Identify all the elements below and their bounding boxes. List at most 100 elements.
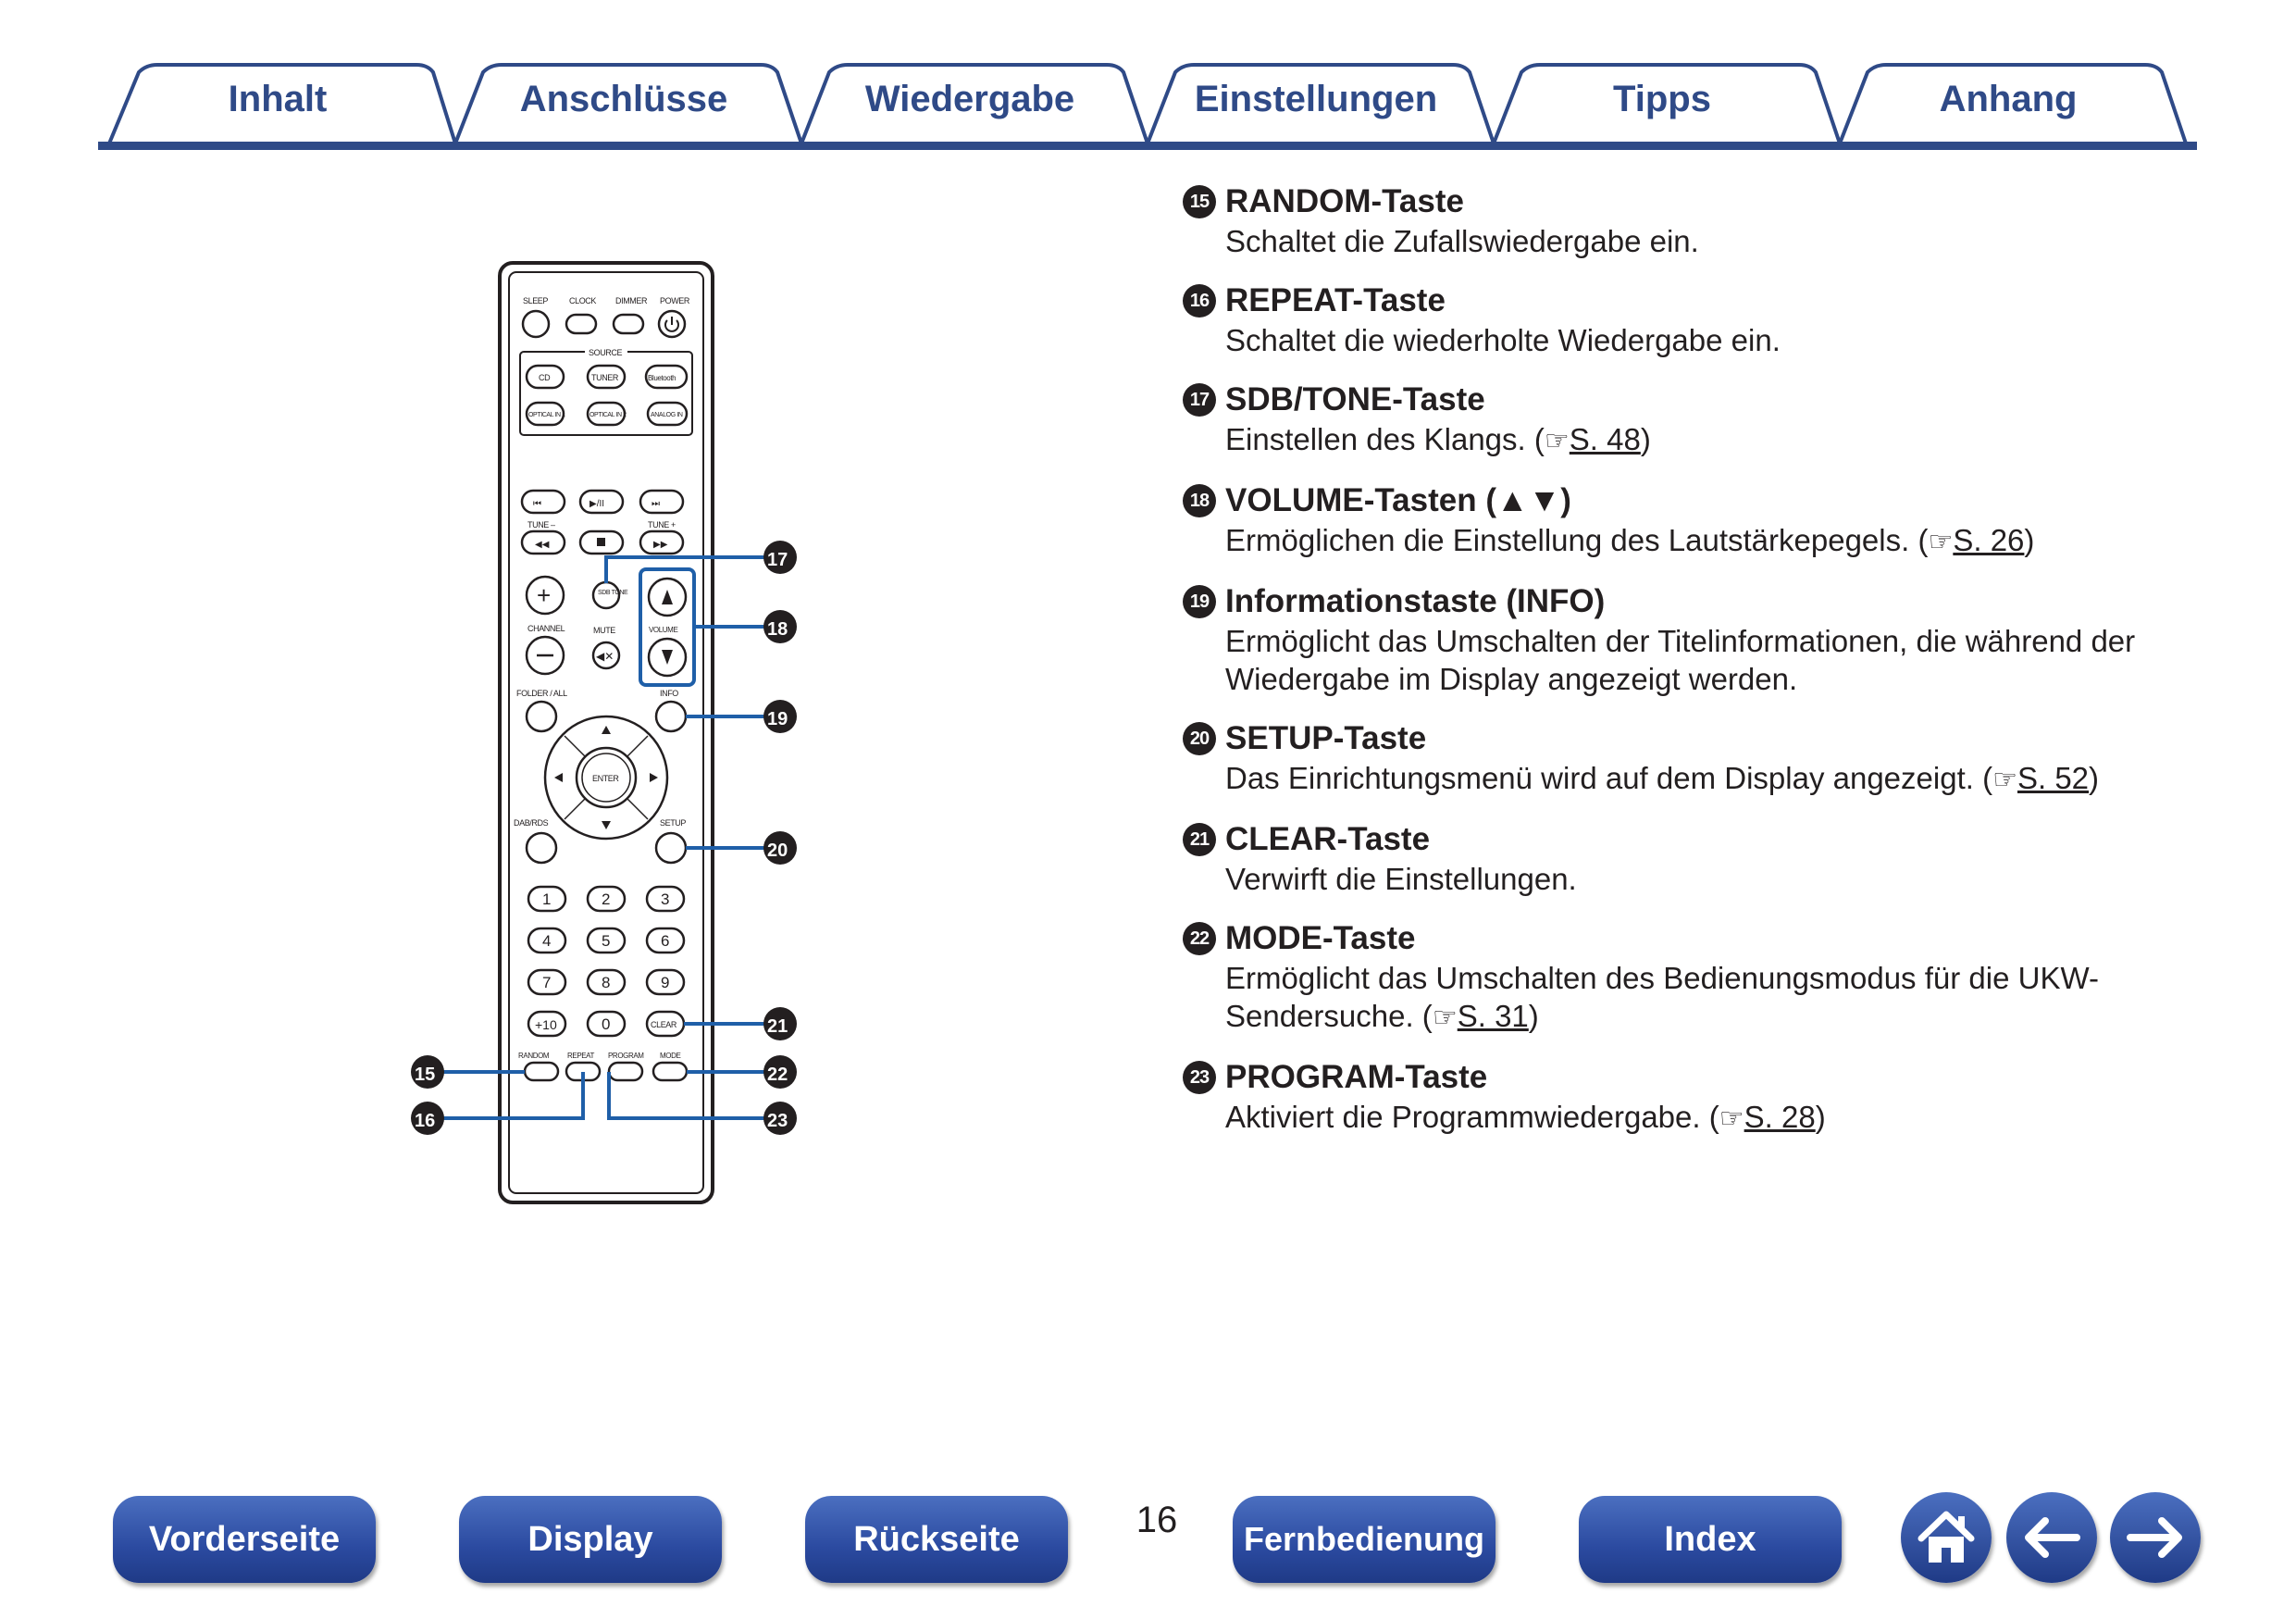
optical1-button: [525, 401, 565, 427]
pointing-hand-icon: ☞: [1928, 527, 1954, 557]
plus10-button: [527, 1010, 567, 1038]
num-6-button: [645, 927, 686, 954]
callout-21-label: 21: [767, 1016, 788, 1037]
label-analog: ANALOG IN: [651, 412, 683, 418]
nav-fernbedienung-button[interactable]: Fernbedienung: [1233, 1496, 1496, 1583]
num-7-label: 7: [542, 974, 551, 991]
item-text: Aktiviert die Programmwiedergabe. (: [1225, 1100, 1719, 1134]
label-power: POWER: [660, 296, 690, 305]
skip-back-button: [520, 489, 566, 515]
item-text: Verwirft die Einstellungen.: [1225, 862, 1577, 896]
label-dab-rds: DAB/RDS: [514, 818, 549, 828]
item-text-close: ): [1815, 1100, 1826, 1134]
num-0-button: [586, 1010, 627, 1038]
tab-einstellungen[interactable]: Einstellungen: [1194, 79, 1438, 119]
power-icon: [664, 317, 679, 332]
fast-forward-icon: ▶▶: [653, 540, 668, 550]
skip-forward-icon: ⏭: [652, 499, 660, 509]
enter-button: [575, 746, 638, 809]
page-reference-link[interactable]: S. 52: [2017, 761, 2090, 795]
callout-markers: 17 18 19 20 21 22 23 15 16: [411, 541, 797, 1135]
nav-vorderseite-button[interactable]: Vorderseite: [113, 1496, 376, 1583]
item-title: VOLUME-Tasten (▲▼): [1225, 482, 1571, 518]
item-text: Einstellen des Klangs. (: [1225, 422, 1545, 456]
info-button: [654, 700, 688, 733]
label-source: SOURCE: [589, 348, 623, 357]
forward-button[interactable]: [2110, 1492, 2201, 1583]
dpad-down-icon: [602, 821, 611, 829]
callout-15: [411, 1055, 444, 1089]
label-random: RANDOM: [518, 1052, 550, 1060]
dpad-right-icon: [650, 773, 658, 782]
pointing-hand-icon: ☞: [1992, 765, 2017, 795]
label-folder-all: FOLDER / ALL: [516, 689, 567, 698]
item-text-close: ): [1528, 999, 1539, 1033]
stop-icon: [597, 538, 605, 546]
tab-inhalt[interactable]: Inhalt: [228, 79, 328, 119]
home-button[interactable]: [1901, 1492, 1992, 1583]
tab-tipps[interactable]: Tipps: [1613, 79, 1711, 119]
page-reference-link[interactable]: S. 26: [1953, 523, 2025, 557]
num-3-button: [645, 885, 686, 913]
page-reference-link[interactable]: S. 48: [1569, 422, 1641, 456]
callout-22-label: 22: [767, 1065, 788, 1085]
page-reference-link[interactable]: S. 31: [1457, 999, 1529, 1033]
rewind-button: [520, 529, 566, 555]
mute-icon: ◀✕: [596, 650, 614, 663]
callout-20: [763, 831, 797, 865]
callout-21: [763, 1007, 797, 1040]
label-sleep: SLEEP: [523, 296, 548, 305]
plus10-label: +10: [535, 1017, 557, 1032]
num-4-button: [527, 927, 567, 954]
volume-up-icon: [662, 590, 673, 604]
mode-button: [652, 1061, 689, 1082]
tab-anhang[interactable]: Anhang: [1939, 79, 2078, 119]
label-tune-minus: TUNE –: [527, 520, 555, 529]
nav-display-button[interactable]: Display: [459, 1496, 722, 1583]
item-title: PROGRAM-Taste: [1225, 1059, 1488, 1095]
clock-button: [565, 313, 598, 335]
item-number: 15: [1183, 185, 1216, 218]
arrow-left-icon: [2025, 1517, 2080, 1558]
top-tab-bar: Inhalt Anschlüsse Wiedergabe Einstellung…: [0, 0, 2296, 157]
item-text: Ermöglicht das Umschalten des Bedienungs…: [1225, 961, 2099, 1033]
callout-17: [763, 541, 797, 574]
label-bluetooth: Bluetooth: [648, 374, 676, 382]
nav-index-button[interactable]: Index: [1579, 1496, 1842, 1583]
item-number: 17: [1183, 383, 1216, 417]
tab-wiedergabe[interactable]: Wiedergabe: [864, 79, 1075, 119]
num-1-button: [527, 885, 567, 913]
nav-rueckseite-button[interactable]: Rückseite: [805, 1496, 1068, 1583]
item-number: 16: [1183, 284, 1216, 318]
label-mute: MUTE: [593, 626, 615, 635]
pointing-hand-icon: ☞: [1432, 1003, 1458, 1033]
callout-19-label: 19: [767, 709, 788, 729]
tab-anschluesse[interactable]: Anschlüsse: [519, 79, 728, 119]
num-5-label: 5: [602, 932, 610, 950]
num-5-button: [586, 927, 627, 954]
item-number: 19: [1183, 585, 1216, 618]
page-number: 16: [1136, 1500, 1178, 1540]
item-text: Das Einrichtungsmenü wird auf dem Displa…: [1225, 761, 1993, 795]
callout-16-label: 16: [415, 1111, 435, 1131]
skip-back-icon: ⏮: [533, 499, 541, 509]
callout-18: [763, 610, 797, 643]
label-setup: SETUP: [660, 818, 686, 828]
label-clear: CLEAR: [651, 1020, 677, 1029]
label-clock: CLOCK: [569, 296, 596, 305]
mute-button: [591, 641, 621, 670]
label-cd: CD: [539, 373, 551, 382]
item-text: Ermöglichen die Einstellung des Lautstär…: [1225, 523, 1929, 557]
pointing-hand-icon: ☞: [1544, 426, 1570, 456]
label-dimmer: DIMMER: [615, 296, 648, 305]
num-6-label: 6: [661, 932, 669, 950]
num-8-button: [586, 968, 627, 996]
page-reference-link[interactable]: S. 28: [1744, 1100, 1816, 1134]
item-number: 18: [1183, 484, 1216, 517]
desc-item-volume: 18 VOLUME-Tasten (▲▼) Ermöglichen die Ein…: [1183, 480, 2228, 561]
callout-18-label: 18: [767, 619, 788, 640]
back-button[interactable]: [2006, 1492, 2097, 1583]
